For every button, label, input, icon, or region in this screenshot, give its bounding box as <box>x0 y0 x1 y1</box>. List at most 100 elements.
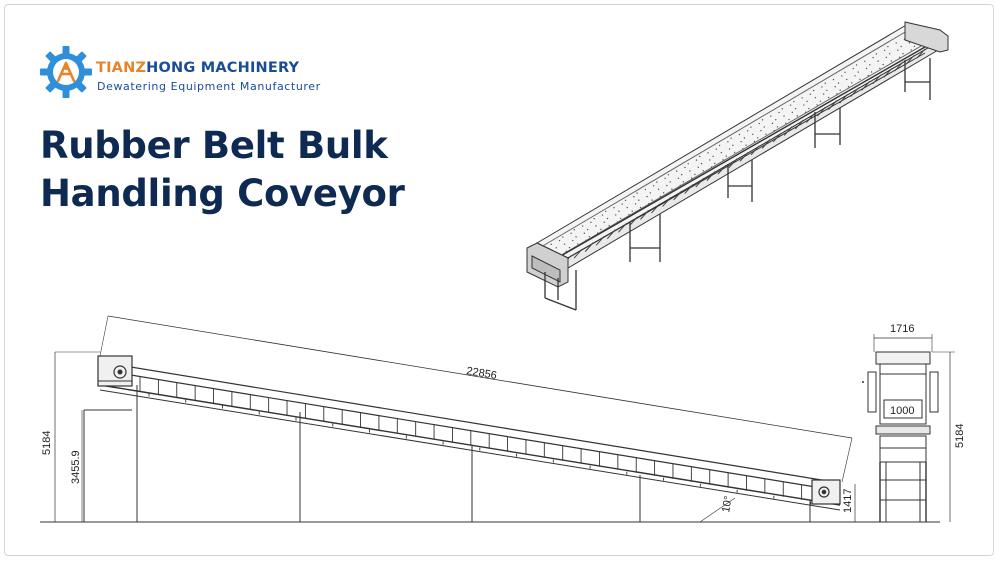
belt-texture-dot <box>702 170 704 172</box>
end-view-height-label: 5184 <box>954 424 966 448</box>
belt-texture-dot <box>867 74 869 77</box>
belt-texture-dot <box>697 166 699 168</box>
belt-texture-dot <box>596 232 599 234</box>
belt-texture-dot <box>657 188 660 190</box>
belt-texture-dot <box>664 177 666 180</box>
belt-texture-dot <box>846 78 848 81</box>
belt-texture-dot <box>814 97 817 99</box>
belt-texture-dot <box>758 122 760 125</box>
belt-texture-dot <box>730 137 732 139</box>
idler-roller <box>872 74 882 85</box>
belt-texture-dot <box>883 49 886 52</box>
idler-roller <box>783 126 793 136</box>
belt-texture-dot <box>600 228 602 231</box>
belt-texture-dot <box>801 97 803 99</box>
belt-texture-dot <box>699 155 701 158</box>
belt-texture-dot <box>902 52 904 55</box>
belt-texture-dot <box>714 162 716 165</box>
belt-length-label: 22856 <box>466 365 498 382</box>
belt-texture-dot <box>644 188 647 191</box>
belt-texture-dot <box>888 53 891 55</box>
belt-texture-dot <box>809 93 812 95</box>
belt-texture-dot <box>836 93 838 95</box>
brand-name-rest: HONG MACHINERY <box>146 60 300 76</box>
belt-texture-dot <box>601 214 604 216</box>
belt-texture-dot <box>593 218 595 220</box>
belt-texture-dot <box>803 104 805 106</box>
belt-texture-dot <box>877 60 879 62</box>
belt-texture-dot <box>595 225 597 227</box>
belt-texture-dot <box>819 100 822 102</box>
belt-texture-dot <box>649 192 652 194</box>
belt-texture-dot <box>751 133 754 136</box>
belt-texture-dot <box>837 82 840 84</box>
belt-texture-dot <box>667 174 670 176</box>
belt-texture-dot <box>634 203 637 205</box>
belt-texture-dot <box>785 122 787 124</box>
belt-texture-dot <box>775 119 777 121</box>
belt-texture-dot <box>745 144 747 146</box>
belt-texture-dot <box>887 45 889 48</box>
belt-texture-dot <box>687 163 689 165</box>
belt-texture-dot <box>872 56 874 59</box>
belt-texture-dot <box>794 108 797 110</box>
idler-roller <box>695 177 705 188</box>
belt-texture-dot <box>671 188 673 190</box>
idler-roller <box>573 248 583 259</box>
belt-texture-dot <box>841 75 843 77</box>
belt-texture-dot <box>575 236 577 238</box>
low-end-height-label: 1417 <box>842 489 854 513</box>
idler-roller <box>794 119 804 130</box>
belt-texture-dot <box>624 199 627 202</box>
belt-texture-dot <box>765 133 767 135</box>
belt-texture-dot <box>586 228 589 231</box>
belt-texture-dot <box>750 126 752 128</box>
belt-texture-dot <box>608 225 610 227</box>
belt-texture-dot <box>606 217 609 220</box>
belt-texture-dot <box>773 129 775 132</box>
belt-texture-dot <box>570 232 572 235</box>
belt-texture-dot <box>718 144 721 147</box>
idler-roller <box>629 216 638 227</box>
belt-texture-dot <box>728 148 731 150</box>
belt-texture-dot <box>791 111 794 114</box>
belt-texture-dot <box>869 64 871 66</box>
belt-texture-dot <box>733 151 736 154</box>
belt-texture-dot <box>613 207 615 209</box>
belt-texture-dot <box>628 214 630 216</box>
belt-texture-dot <box>808 107 810 110</box>
belt-texture-dot <box>760 129 762 132</box>
belt-texture-dot <box>789 104 792 106</box>
overall-width-label: 1716 <box>890 323 914 335</box>
belt-texture-dot <box>558 239 561 242</box>
belt-texture-dot <box>585 239 587 242</box>
belt-texture-dot <box>710 166 713 168</box>
belt-texture-dot <box>715 148 718 150</box>
idler-roller <box>606 229 616 240</box>
belt-texture-dot <box>638 199 640 201</box>
belt-texture-dot <box>679 184 681 187</box>
belt-texture-dot <box>788 118 790 121</box>
idler-roller <box>617 222 627 233</box>
belt-texture-dot <box>895 42 897 44</box>
belt-texture-dot <box>870 71 873 73</box>
idler-roller <box>761 139 771 149</box>
belt-texture-dot <box>618 210 620 212</box>
idler-roller <box>651 203 660 214</box>
belt-texture-dot <box>583 232 586 234</box>
belt-texture-dot <box>680 173 683 176</box>
belt-texture-dot <box>855 64 858 66</box>
belt-texture-dot <box>621 203 623 205</box>
belt-texture-dot <box>631 210 633 212</box>
belt-texture-dot <box>572 239 574 242</box>
idler-roller <box>750 145 760 156</box>
belt-texture-dot <box>646 195 648 198</box>
belt-texture-dot <box>913 45 916 48</box>
belt-texture-dot <box>565 250 567 253</box>
belt-texture-dot <box>812 89 815 92</box>
brand-tagline: Dewatering Equipment Manufacturer <box>97 80 321 93</box>
idler-roller <box>905 55 915 65</box>
belt-texture-dot <box>898 56 901 59</box>
belt-texture-dot <box>626 206 628 209</box>
title-line-2: Handling Coveyor <box>40 172 405 215</box>
